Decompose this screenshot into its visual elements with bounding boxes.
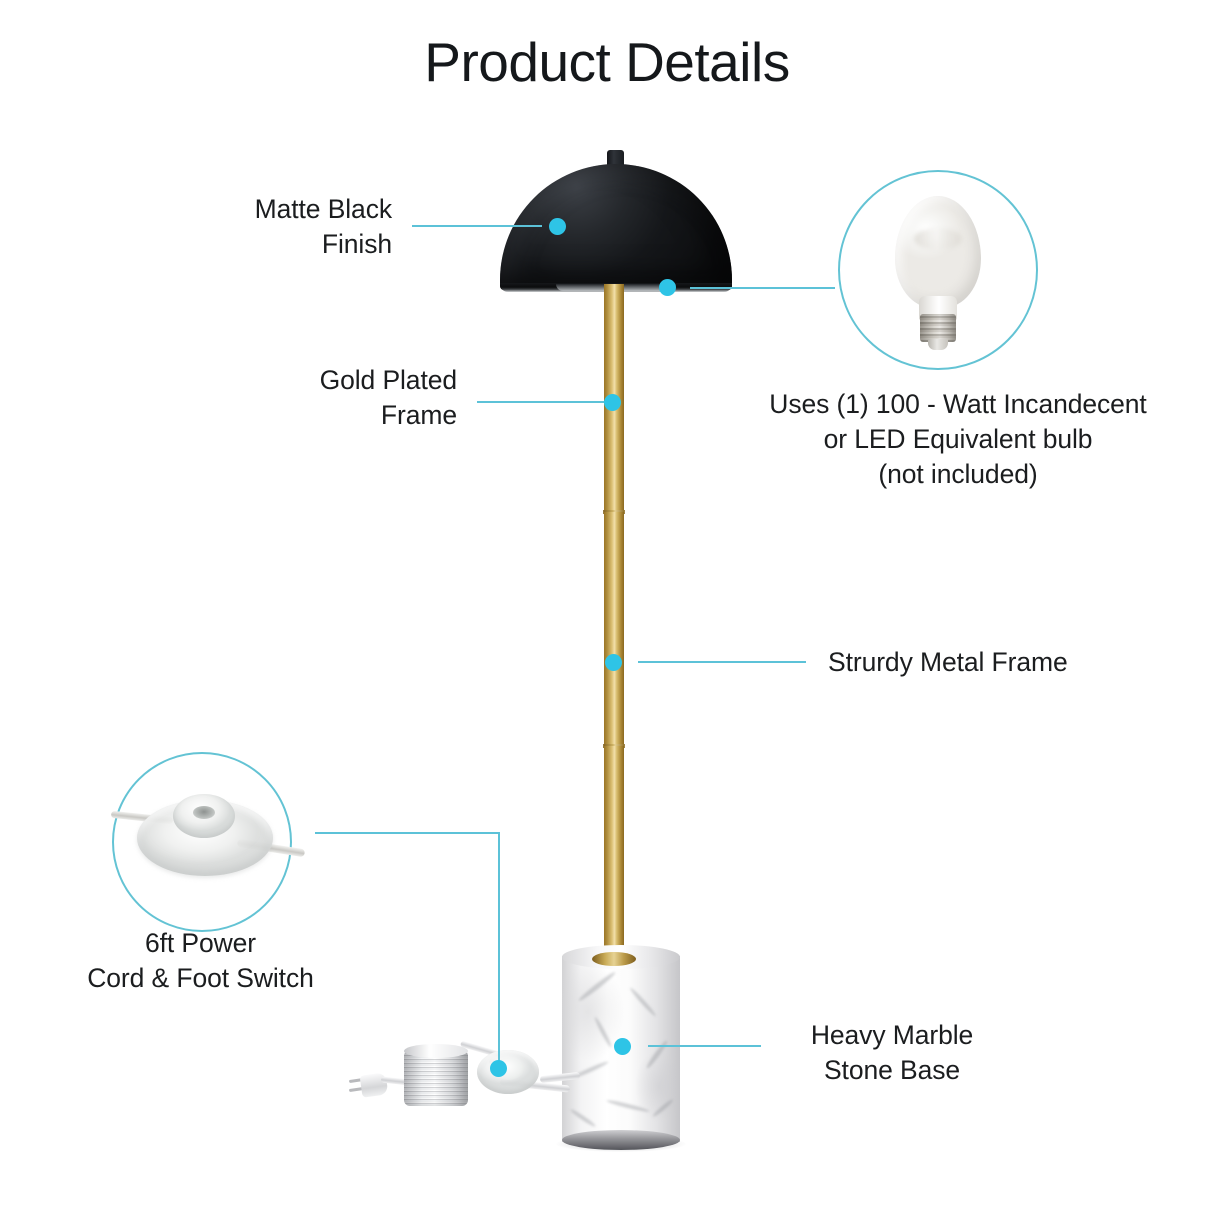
marble-base-bottom-edge — [562, 1130, 680, 1150]
marble-vein — [644, 1039, 670, 1070]
leader-line-power-cord-horizontal — [315, 832, 500, 834]
coiled-cord — [404, 1050, 468, 1106]
bulb-screw-base — [920, 314, 956, 342]
marble-vein — [651, 1098, 675, 1118]
light-bulb-icon — [895, 196, 981, 352]
marble-vein — [569, 1107, 597, 1129]
marble-vein — [606, 1098, 650, 1114]
gold-pole-lower-segment — [604, 746, 624, 962]
callout-label-gold-plated-frame: Gold Plated Frame — [319, 365, 457, 431]
leader-line-power-cord-vertical — [498, 832, 500, 1066]
marker-dot-power-cord — [490, 1060, 507, 1077]
callout-label-matte-black-finish: Matte Black Finish — [254, 194, 392, 260]
coiled-cord-top — [404, 1044, 468, 1058]
marker-dot-bulb-spec — [659, 279, 676, 296]
marker-dot-gold-plated-frame — [604, 394, 621, 411]
switch-button-dome — [173, 794, 235, 838]
callout-label-sturdy-metal-frame: Strurdy Metal Frame — [828, 647, 1068, 677]
callout-label-power-cord: 6ft Power Cord & Foot Switch — [87, 928, 314, 994]
leader-line-gold-plated-frame — [477, 401, 607, 403]
marker-dot-sturdy-metal-frame — [605, 654, 622, 671]
marker-dot-marble-base — [614, 1038, 631, 1055]
marker-dot-matte-black-finish — [549, 218, 566, 235]
marble-vein — [577, 970, 617, 1003]
foot-switch-inset-circle — [112, 752, 292, 932]
leader-line-bulb-spec — [690, 287, 835, 289]
marble-vein — [628, 986, 658, 1018]
base-pole-socket — [592, 952, 636, 966]
leader-line-matte-black-finish — [412, 225, 542, 227]
bulb-glass — [895, 196, 981, 308]
marble-vein — [593, 1016, 613, 1048]
leader-line-marble-base — [648, 1045, 761, 1047]
callout-label-marble-base: Heavy Marble Stone Base — [810, 1020, 974, 1086]
matte-black-dome-shade — [500, 164, 732, 290]
gold-pole-middle-segment — [604, 512, 624, 750]
foot-switch-icon — [110, 790, 306, 882]
light-bulb-inset-circle — [838, 170, 1038, 370]
page-title: Product Details — [424, 31, 790, 93]
callout-label-bulb-spec: Uses (1) 100 - Watt Incandecent or LED E… — [769, 389, 1147, 490]
leader-line-sturdy-metal-frame — [638, 661, 806, 663]
bulb-contact-tip — [928, 339, 948, 350]
